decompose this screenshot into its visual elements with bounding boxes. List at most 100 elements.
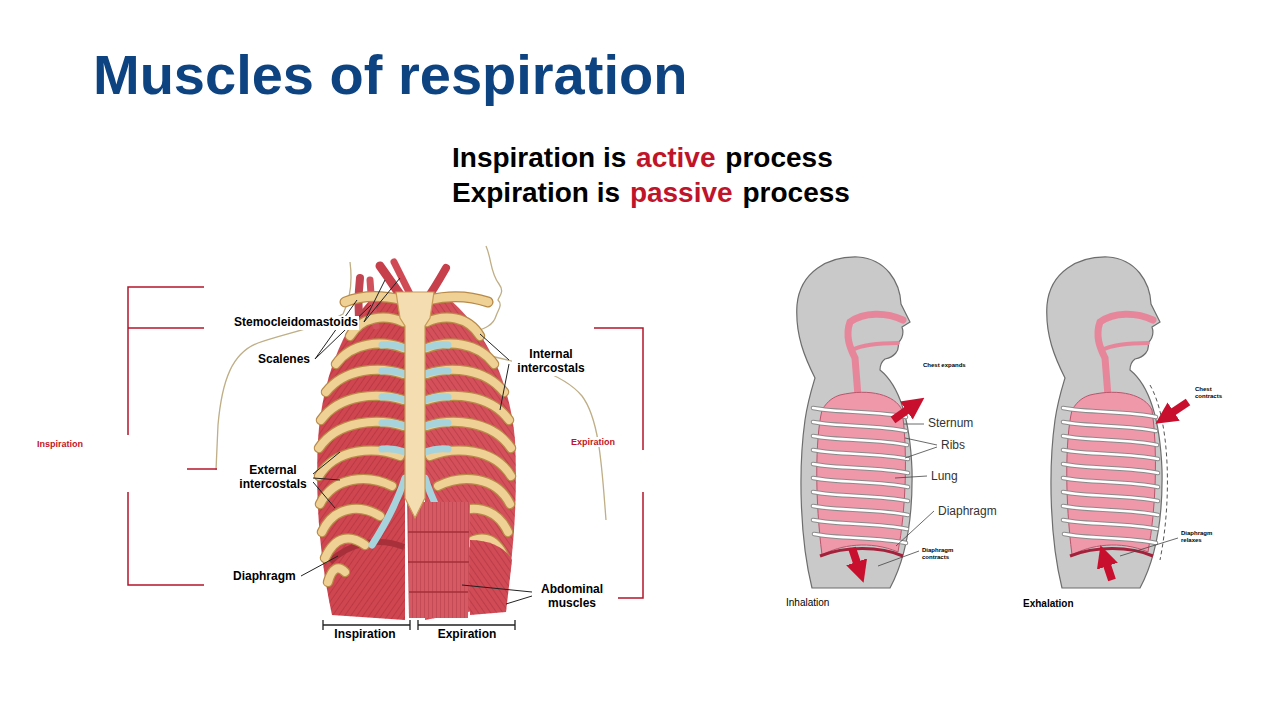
bracket (128, 327, 204, 329)
statement-emphasis: passive (629, 177, 734, 209)
abdominal-muscle-drawing (407, 502, 470, 618)
muscle-label: Internal intercostals (512, 348, 590, 376)
costal-cartilage (382, 397, 405, 400)
bracket (128, 492, 204, 585)
label-anchor: Ribs (940, 439, 966, 453)
label-anchor: Abdominal muscles (536, 583, 608, 611)
statement-text: Inspiration is (451, 142, 627, 174)
bracket-label: Expiration (570, 437, 616, 447)
breathing-figure (797, 257, 912, 588)
label-anchor: Diaphragm (937, 505, 998, 519)
label-anchor: Expiration (437, 628, 498, 642)
figure-caption: Inhalation (785, 597, 830, 609)
figure-caption: Exhalation (1022, 598, 1075, 610)
leader-line (878, 424, 1178, 566)
bracket-label: Inspiration (36, 439, 84, 449)
abdominal-muscle-drawing (407, 502, 470, 618)
title-anchor: Muscles of respiration (92, 44, 688, 106)
leader-line (301, 556, 338, 576)
leader-line (506, 596, 532, 604)
arrow-label: Chest expands (922, 362, 967, 369)
statement-emphasis: active (635, 142, 716, 174)
costal-cartilage (382, 423, 405, 426)
abdominal-muscle-drawing (470, 540, 512, 615)
label-anchor: Inspiration (36, 439, 84, 449)
leader-line (313, 452, 340, 474)
costal-cartilage (372, 478, 405, 545)
bracket (128, 287, 643, 598)
label-anchor: Internal intercostals (512, 348, 590, 376)
bracket (128, 287, 204, 435)
label-anchor: External intercostals (233, 464, 313, 492)
bracket (187, 468, 217, 470)
leader-line (905, 438, 937, 445)
statement-text: Expiration is (451, 177, 621, 209)
leader-line (500, 364, 509, 410)
label-anchor: Expiration is (451, 177, 621, 209)
intercostal-muscles (317, 298, 405, 620)
leader-line (313, 478, 340, 480)
label-anchor: Exhalation (1022, 598, 1075, 610)
leader-line (904, 424, 924, 425)
bracket (594, 328, 643, 450)
label-anchor: Sternum (927, 417, 974, 431)
label-anchor: Diaphragm contracts (921, 547, 959, 561)
muscle-label: Stemocleidomastoids (233, 316, 359, 330)
movement-arrow (852, 548, 858, 566)
abdominal-muscle-drawing (407, 502, 512, 618)
abdominal-muscle-drawing (470, 540, 512, 615)
label-anchor: Chest contracts (1194, 386, 1232, 400)
leader-line (896, 511, 934, 546)
leader-line (364, 278, 400, 322)
arrow-label: Diaphragm relaxes (1180, 530, 1218, 544)
part-label: Ribs (940, 439, 966, 453)
costal-cartilage (425, 371, 448, 374)
leader-line (905, 447, 937, 458)
label-anchor: Inspiration is (451, 142, 627, 174)
leader-line (364, 280, 385, 322)
movement-arrow (1106, 562, 1112, 580)
label-anchor: Stemocleidomastoids (233, 316, 359, 330)
label-anchor: Diaphragm (232, 570, 297, 584)
part-label: Lung (930, 470, 959, 484)
axis-line (323, 624, 515, 625)
statement-text: process (724, 142, 833, 174)
label-anchor: Chest expands (922, 362, 967, 369)
body-outline (216, 246, 606, 520)
statement-line: Inspiration isactiveprocess (451, 142, 834, 174)
muscle-label: Scalenes (257, 353, 311, 367)
label-anchor: Inhalation (785, 597, 830, 609)
label-anchor: process (741, 177, 850, 209)
clavicle-bone (345, 297, 402, 303)
costal-cartilage (425, 449, 448, 452)
leader-line (315, 305, 371, 359)
movement-arrow (893, 408, 910, 420)
intercostal-muscles (317, 298, 405, 620)
leader-line (480, 334, 509, 360)
sternum-bone (396, 292, 434, 518)
muscle-label: Diaphragm (232, 570, 297, 584)
clavicle-bone (428, 297, 488, 303)
movement-arrow (852, 402, 1188, 580)
part-label: Sternum (927, 417, 974, 431)
leader-line (878, 551, 919, 566)
arrow-label: Diaphragm contracts (921, 547, 959, 561)
slide-title: Muscles of respiration (92, 44, 688, 106)
axis-label: Inspiration (333, 628, 396, 642)
label-anchor: Inspiration (333, 628, 396, 642)
chest-outline-dashed (1150, 385, 1167, 560)
clavicle-bone (345, 297, 402, 303)
label-anchor: Expiration (570, 437, 616, 447)
bracket (618, 492, 643, 598)
muscle-label: External intercostals (233, 464, 313, 492)
label-anchor: Lung (930, 470, 959, 484)
costal-cartilage (425, 397, 448, 400)
costal-cartilage (382, 345, 405, 348)
axis-label: Expiration (437, 628, 498, 642)
costal-cartilage (425, 423, 448, 426)
arrow-label: Chest contracts (1194, 386, 1232, 400)
label-anchor: process (724, 142, 833, 174)
abdominal-muscle-drawing (408, 532, 469, 592)
statement-text: process (741, 177, 850, 209)
